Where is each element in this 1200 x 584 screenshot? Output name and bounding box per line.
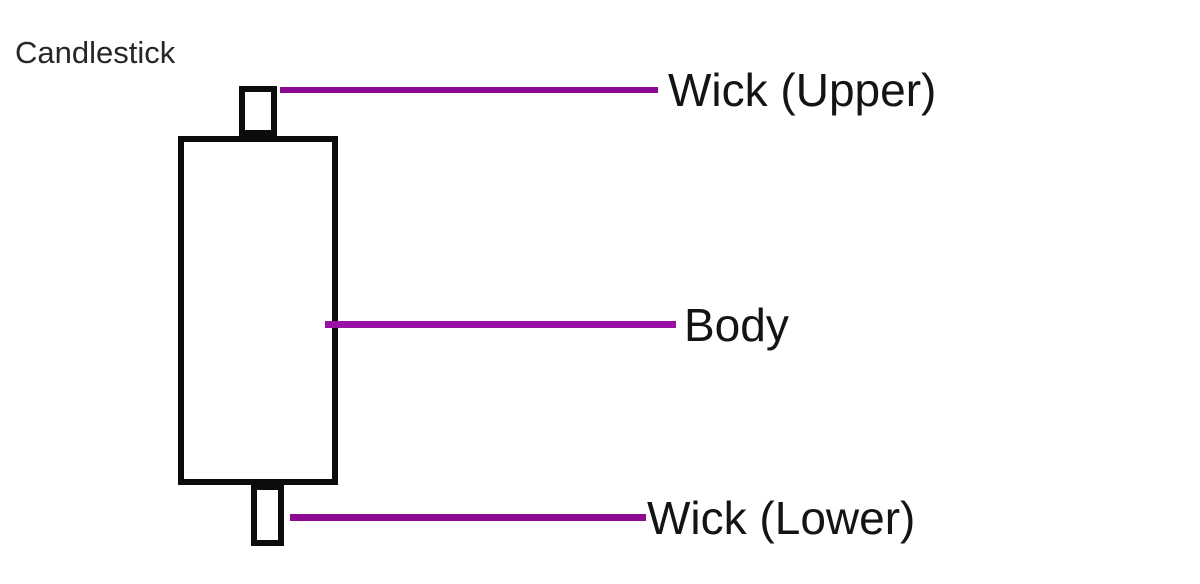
- upper-wick-shape: [239, 86, 277, 136]
- upper-wick-label: Wick (Upper): [668, 64, 937, 116]
- diagram-title: Candlestick: [15, 35, 176, 70]
- lower-wick-label: Wick (Lower): [647, 492, 916, 544]
- body-pointer-line: [325, 321, 676, 328]
- lower-wick-pointer-line: [290, 514, 646, 521]
- upper-wick-pointer-line: [280, 87, 658, 93]
- lower-wick-shape: [251, 484, 284, 546]
- body-label: Body: [684, 299, 789, 351]
- candlestick-body-shape: [178, 136, 338, 485]
